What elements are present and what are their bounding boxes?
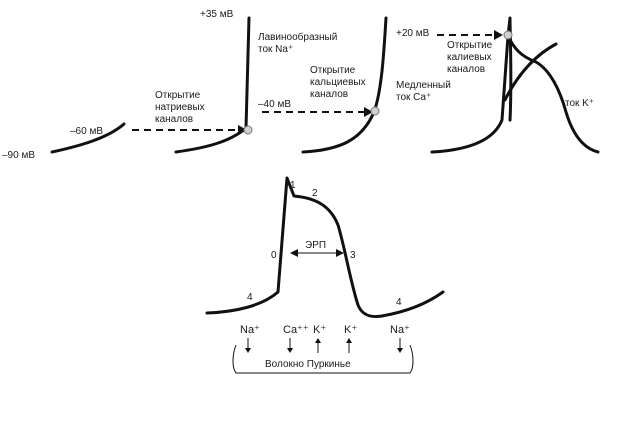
resting-potential-curve — [50, 122, 126, 154]
k-rise-curve — [503, 42, 558, 102]
phase-1-label: 1 — [290, 180, 296, 191]
threshold-dot-2 — [370, 106, 380, 116]
label-minus40: –40 мВ — [258, 99, 291, 110]
phase-0-label: 0 — [271, 250, 277, 261]
ion-na-left: Na⁺ — [240, 324, 260, 336]
erp-arrow-right — [336, 249, 344, 257]
arrow-head-3 — [494, 30, 503, 40]
fiber-bracket — [232, 344, 414, 374]
ion-na-right: Na⁺ — [390, 324, 410, 336]
arrowhead-k1 — [315, 338, 321, 343]
phase-4-left-label: 4 — [247, 292, 253, 303]
ion-ca: Ca⁺⁺ — [283, 324, 309, 336]
label-ca-slow-1: Медленный — [396, 80, 451, 91]
label-minus90: –90 мВ — [2, 150, 35, 161]
label-ca-open-3: каналов — [310, 89, 348, 100]
label-na-avalanche-1: Лавинообразный — [258, 31, 337, 43]
fiber-label: Волокно Пуркинье — [265, 359, 351, 370]
arrow-head-2 — [364, 107, 373, 117]
label-ca-slow-2: ток Ca⁺ — [396, 92, 431, 103]
label-na-open-1: Открытие — [155, 90, 201, 101]
label-plus35: +35 мВ — [200, 9, 234, 20]
label-ca-open-2: кальциевых — [310, 77, 366, 88]
purkinje-action-potential — [205, 176, 445, 319]
label-k-open-3: каналов — [447, 64, 485, 75]
label-na-open-2: натриевых — [155, 102, 205, 113]
arrowhead-na-left — [245, 348, 251, 353]
label-plus20: +20 мВ — [396, 28, 430, 39]
phase-2-label: 2 — [312, 188, 318, 199]
arrowhead-k2 — [346, 338, 352, 343]
phase-3-label: 3 — [350, 250, 356, 261]
label-k-current: ток K⁺ — [565, 98, 594, 109]
ion-k-1: K⁺ — [313, 324, 326, 336]
label-na-avalanche-2: ток Na⁺ — [258, 44, 293, 55]
label-k-open-2: калиевых — [447, 52, 492, 63]
arrowhead-ca — [287, 348, 293, 353]
label-na-open-3: каналов — [155, 114, 193, 125]
threshold-dot-1 — [243, 125, 253, 135]
phase-4-right-label: 4 — [396, 297, 402, 308]
arrowhead-na-right — [397, 348, 403, 353]
ion-k-2: K⁺ — [344, 324, 357, 336]
label-minus60: –60 мВ — [70, 126, 103, 137]
potassium-current-curve — [506, 16, 513, 122]
erp-arrow-left — [290, 249, 298, 257]
label-k-open-1: Открытие — [447, 40, 493, 51]
erp-label: ЭРП — [305, 240, 326, 251]
label-ca-open-1: Открытие — [310, 65, 356, 76]
threshold-dot-3 — [503, 30, 513, 40]
